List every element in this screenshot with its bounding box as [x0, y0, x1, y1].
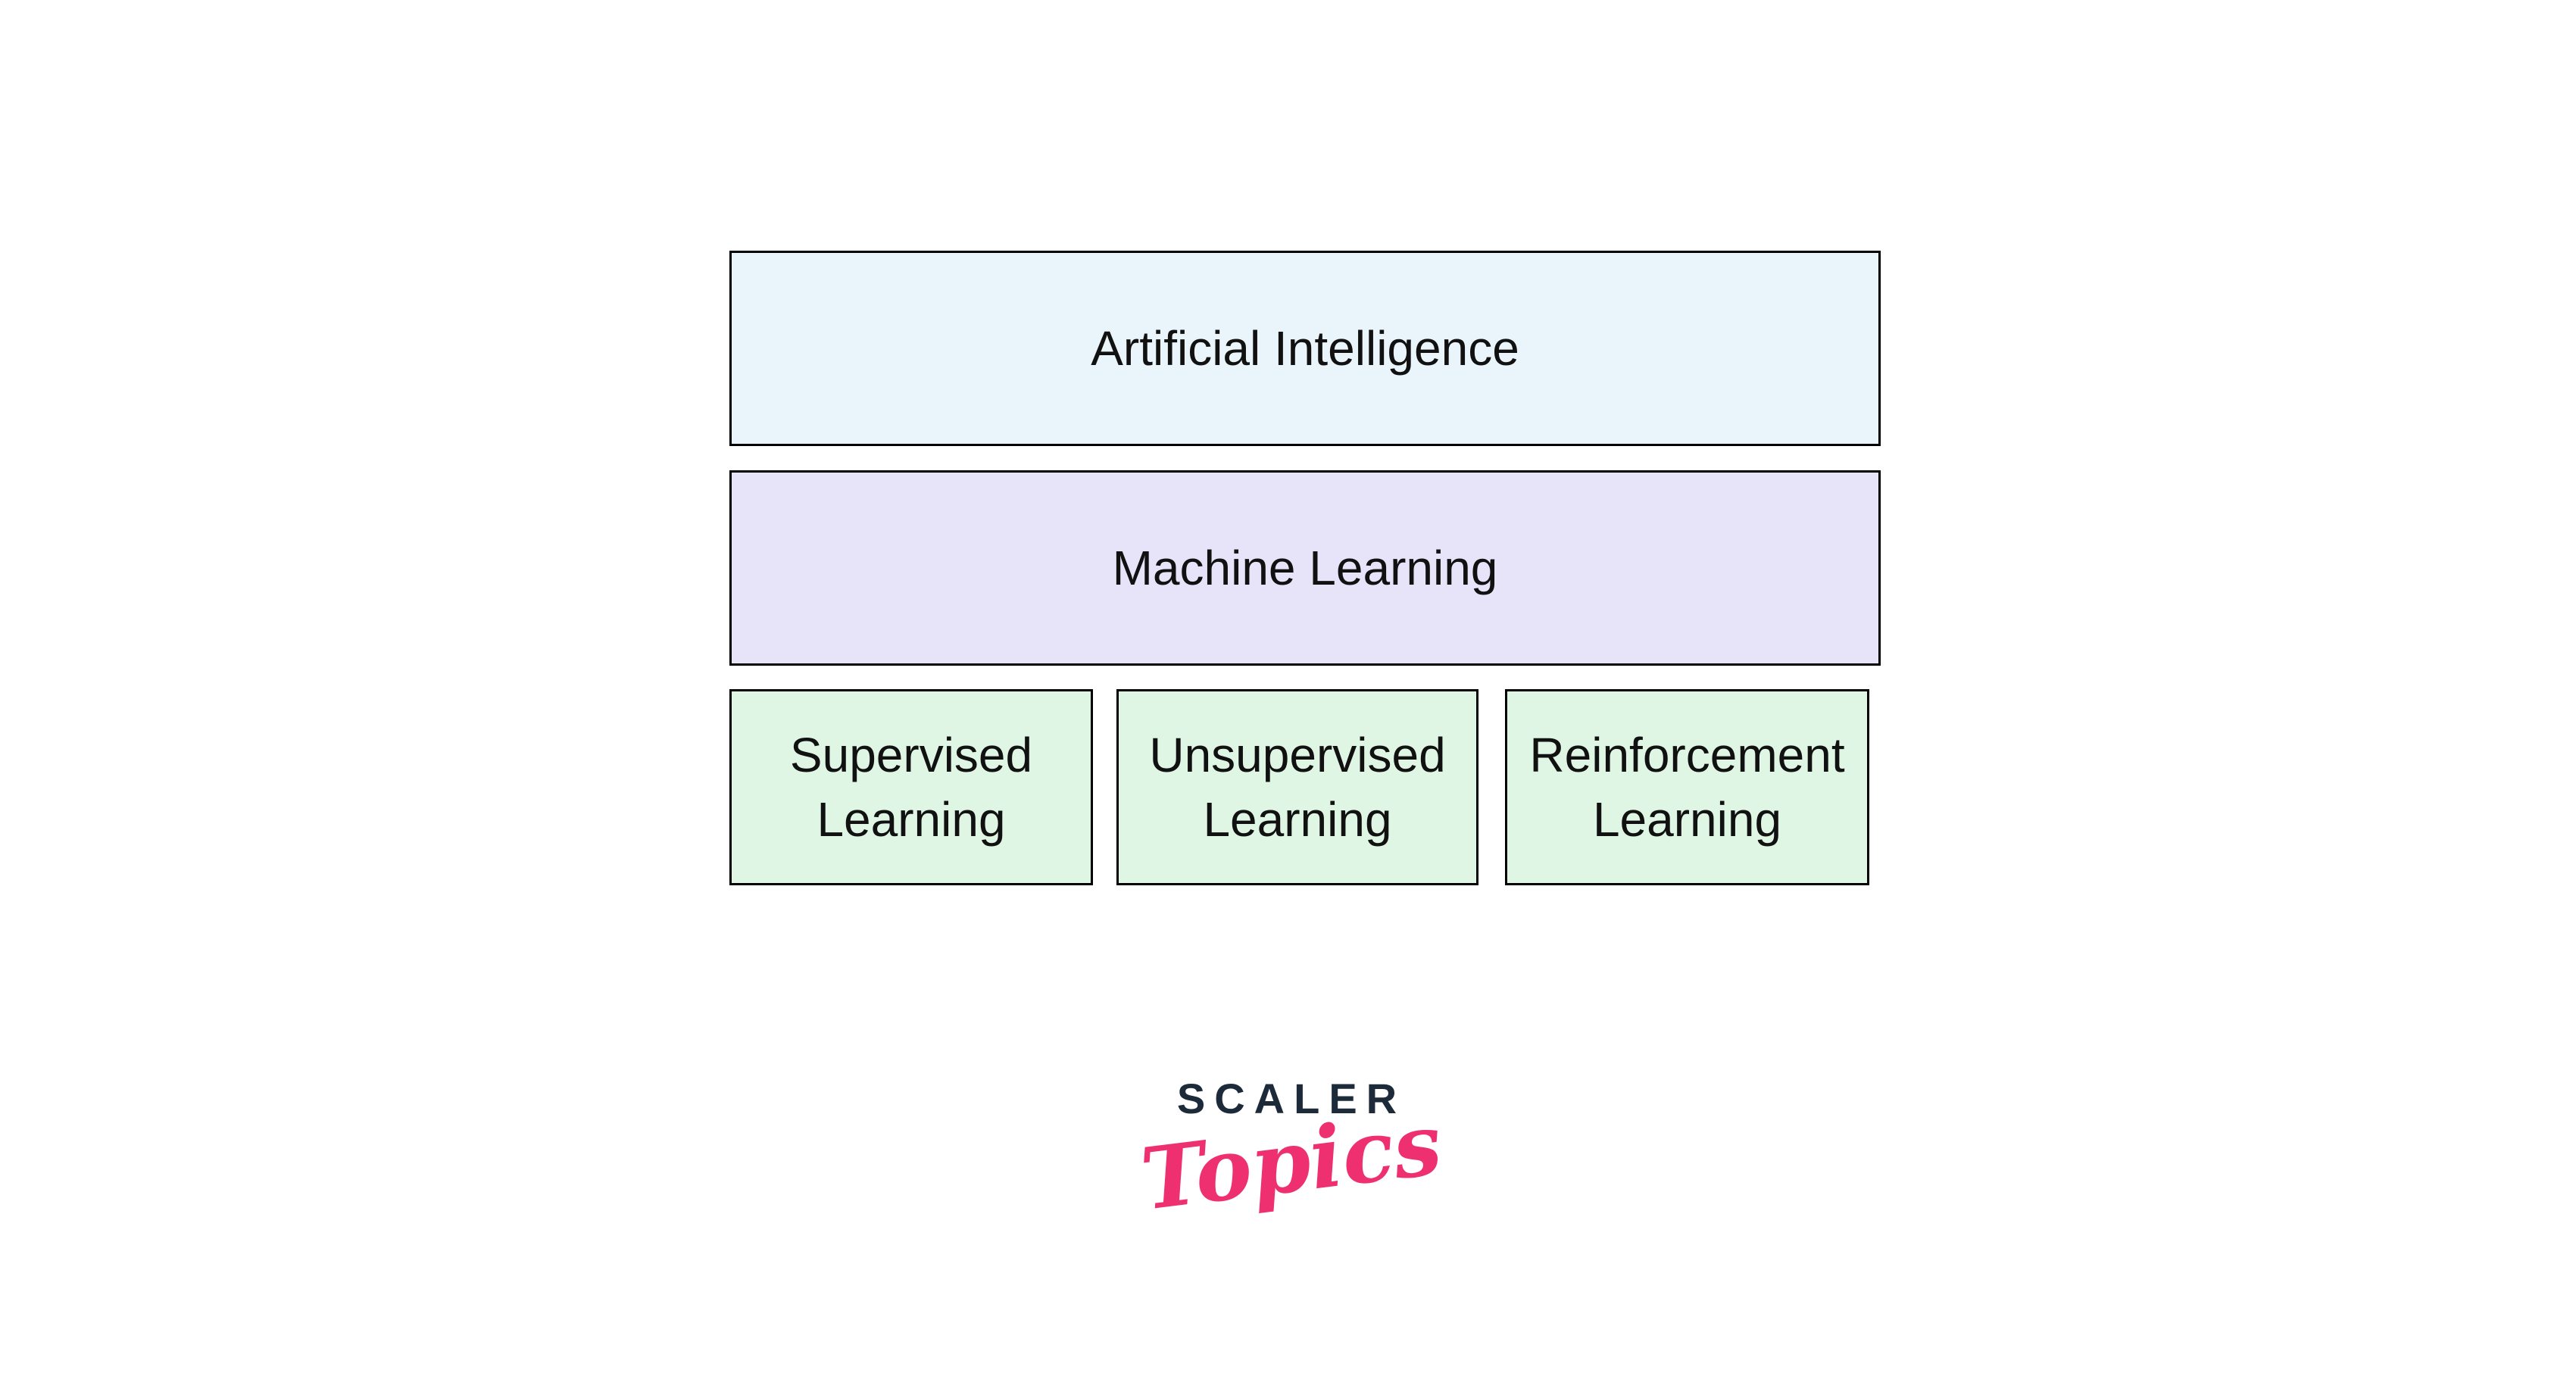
logo-brand-text: SCALER — [1176, 1075, 1407, 1122]
node-label-artificial-intelligence: Artificial Intelligence — [1091, 320, 1519, 376]
node-label-machine-learning: Machine Learning — [1112, 540, 1498, 595]
node-unsupervised-learning: Unsupervised Learning — [1116, 689, 1478, 885]
node-label-unsupervised-learning: Unsupervised Learning — [1149, 728, 1446, 847]
node-artificial-intelligence: Artificial Intelligence — [729, 251, 1881, 446]
node-machine-learning: Machine Learning — [729, 470, 1881, 666]
node-supervised-learning: Supervised Learning — [729, 689, 1093, 885]
node-label-reinforcement-learning: Reinforcement Learning — [1529, 728, 1845, 847]
node-label-supervised-learning: Supervised Learning — [789, 728, 1033, 847]
scaler-topics-logo: SCALER Topics — [1136, 1074, 1447, 1230]
node-reinforcement-learning: Reinforcement Learning — [1505, 689, 1869, 885]
